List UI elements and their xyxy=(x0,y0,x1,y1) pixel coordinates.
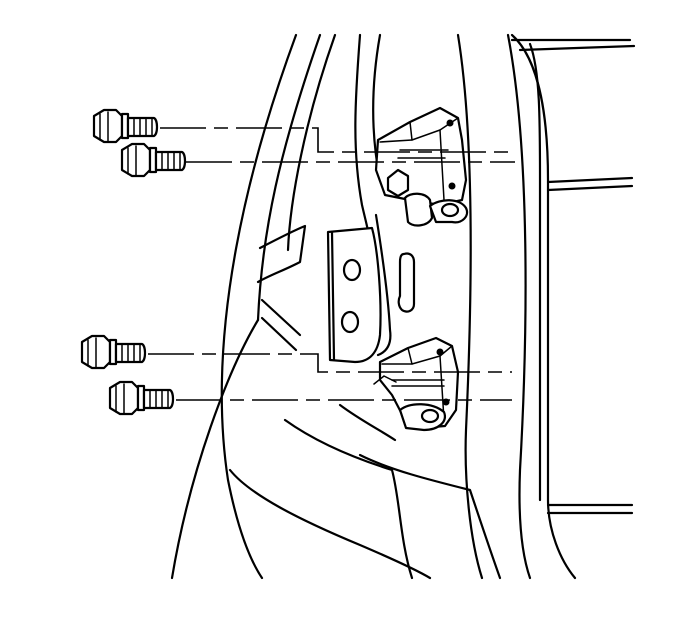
plate-hole-lower xyxy=(340,310,360,334)
lower-hinge-bolt-2 xyxy=(108,380,175,416)
body-panel xyxy=(170,33,502,580)
lower-hinge xyxy=(373,336,460,432)
door-edge xyxy=(456,33,636,580)
upper-hinge xyxy=(374,106,469,227)
plate-slot xyxy=(397,252,416,313)
upper-hinge-nut xyxy=(386,168,410,198)
mounting-plate xyxy=(326,213,416,364)
leader-lines xyxy=(148,127,515,401)
lower-hinge-bolt-1 xyxy=(80,334,147,370)
upper-hinge-bolt-2 xyxy=(120,142,187,178)
plate-hole-upper xyxy=(342,258,362,282)
upper-hinge-bolt-1 xyxy=(92,108,159,144)
